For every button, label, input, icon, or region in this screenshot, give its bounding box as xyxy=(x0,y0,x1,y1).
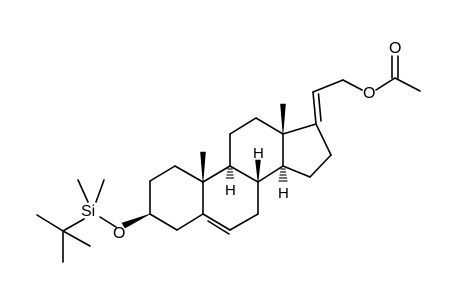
atom-label-si: Si xyxy=(81,203,95,220)
methyl-c19-wedge xyxy=(200,151,206,183)
bond-carbonyl-methyl xyxy=(394,77,421,92)
bond-c17-c20-double xyxy=(317,93,322,122)
methyl-c18-wedge xyxy=(280,103,286,135)
bond-si-me-left xyxy=(77,179,89,203)
h-c14-hashed xyxy=(278,168,288,182)
bond-c13-c17 xyxy=(282,123,317,135)
h-c8-wedge xyxy=(255,159,261,183)
bond-o-carbonyl-c xyxy=(375,77,396,91)
bond-c16-c15 xyxy=(309,154,332,178)
bond-c21-o xyxy=(342,79,363,91)
bond-c14-c8 xyxy=(257,165,284,183)
bond-c5-c6 xyxy=(202,213,231,231)
bond-c20-c21 xyxy=(312,79,344,93)
bond-c6-c7 xyxy=(229,213,259,231)
atom-label-o-silyl-ether: O xyxy=(113,225,125,242)
bond-tbu-me-left xyxy=(36,214,64,232)
bond-c11-c12 xyxy=(229,117,257,135)
h-c9-hashed xyxy=(226,168,234,179)
bond-si-me-right xyxy=(95,179,105,203)
bond-si-tbu xyxy=(62,218,85,232)
bond-c17-c16 xyxy=(315,123,332,156)
c3-o-wedge xyxy=(121,213,151,229)
bond-o-si xyxy=(99,216,117,228)
bond-c4-c5 xyxy=(176,213,204,231)
bond-c15-c14 xyxy=(282,165,311,178)
atom-label-o-ester: O xyxy=(363,85,375,102)
bond-c10-c1 xyxy=(174,165,204,183)
acetoxyethylidene-chain xyxy=(312,55,421,125)
ring-d xyxy=(282,123,332,178)
atom-label-h-c8: H xyxy=(253,145,264,162)
ring-b xyxy=(202,165,259,235)
bond-c3-c4 xyxy=(149,213,178,231)
atom-label-h-c14: H xyxy=(278,185,289,202)
bond-tbu-me-right xyxy=(62,230,91,247)
bond-c8-c9 xyxy=(229,165,259,183)
bond-c17-c20 xyxy=(312,91,317,125)
atom-label-h-c9: H xyxy=(225,182,236,199)
tbs-group xyxy=(36,179,117,263)
bond-c5-c6-double xyxy=(207,220,230,235)
ring-a xyxy=(149,165,204,231)
bond-c1-c2 xyxy=(149,165,176,182)
bond-c9-c10 xyxy=(202,165,231,183)
atom-label-o-carbonyl: O xyxy=(389,40,401,57)
ring-c xyxy=(229,117,284,183)
bond-c12-c13 xyxy=(255,117,284,135)
